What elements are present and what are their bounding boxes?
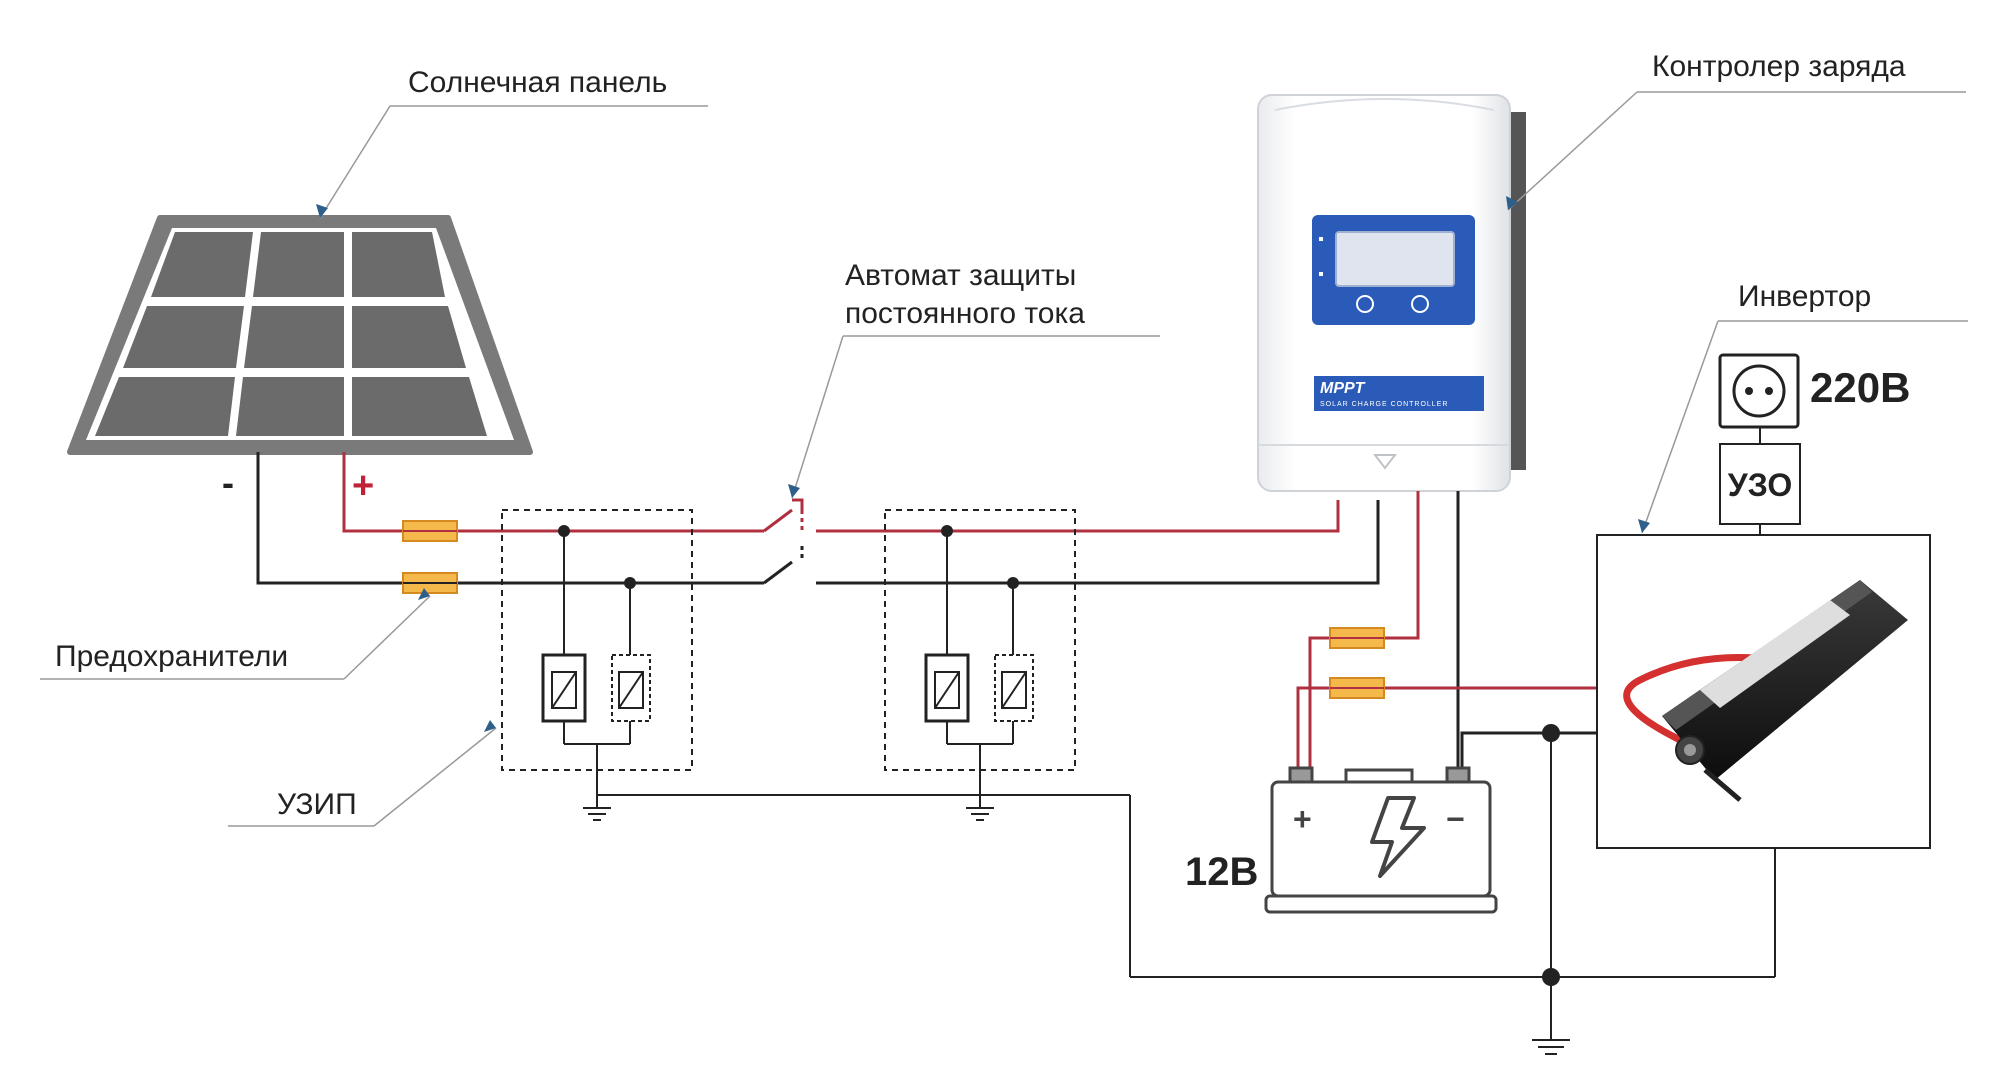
- spd-block-1: [501, 509, 693, 808]
- pv-fuse-positive: [402, 520, 458, 542]
- inverter-label: Инвертор: [1738, 280, 1871, 313]
- dc-breaker-label-line2: постоянного тока: [845, 297, 1085, 330]
- battery-fuse-controller: [1329, 627, 1385, 649]
- battery-voltage-label: 12В: [1185, 850, 1258, 894]
- spd-block-2: [884, 509, 1076, 808]
- battery: [1264, 766, 1498, 914]
- controller-subtitle: SOLAR CHARGE CONTROLLER: [1320, 401, 1448, 408]
- charge-controller: [1257, 94, 1526, 492]
- socket-icon: [1718, 353, 1800, 429]
- ground-bus: [597, 733, 1776, 1040]
- battery-minus-terminal: −: [1446, 801, 1465, 837]
- controller-brand: MPPT: [1320, 380, 1366, 397]
- ground-icon: [966, 807, 994, 821]
- solar-panel: [67, 215, 533, 455]
- rcd-label: УЗО: [1728, 467, 1792, 503]
- rcd-box: [1719, 427, 1801, 535]
- battery-fuse-inverter: [1329, 677, 1385, 699]
- panel-plus-sign: +: [352, 465, 374, 507]
- battery-plus-terminal: +: [1293, 801, 1312, 837]
- spd-label: УЗИП: [277, 788, 357, 821]
- leader-lines: [40, 91, 1968, 827]
- charge-controller-label: Контролер заряда: [1652, 50, 1906, 83]
- dc-breaker-label-line1: Автомат защиты: [845, 259, 1076, 292]
- panel-minus-sign: -: [222, 462, 234, 503]
- pv-fuse-negative: [402, 572, 458, 594]
- solar-panel-label: Солнечная панель: [408, 66, 667, 99]
- ac-voltage-label: 220В: [1810, 364, 1910, 411]
- pointer-arrows: [316, 196, 1650, 732]
- lightning-icon: [1370, 796, 1426, 878]
- ground-icon: [1532, 1039, 1570, 1055]
- pv-wiring: [256, 452, 1380, 585]
- ground-icon: [583, 807, 611, 821]
- fuses-label: Предохранители: [55, 640, 288, 673]
- inverter-box: [1596, 534, 1931, 849]
